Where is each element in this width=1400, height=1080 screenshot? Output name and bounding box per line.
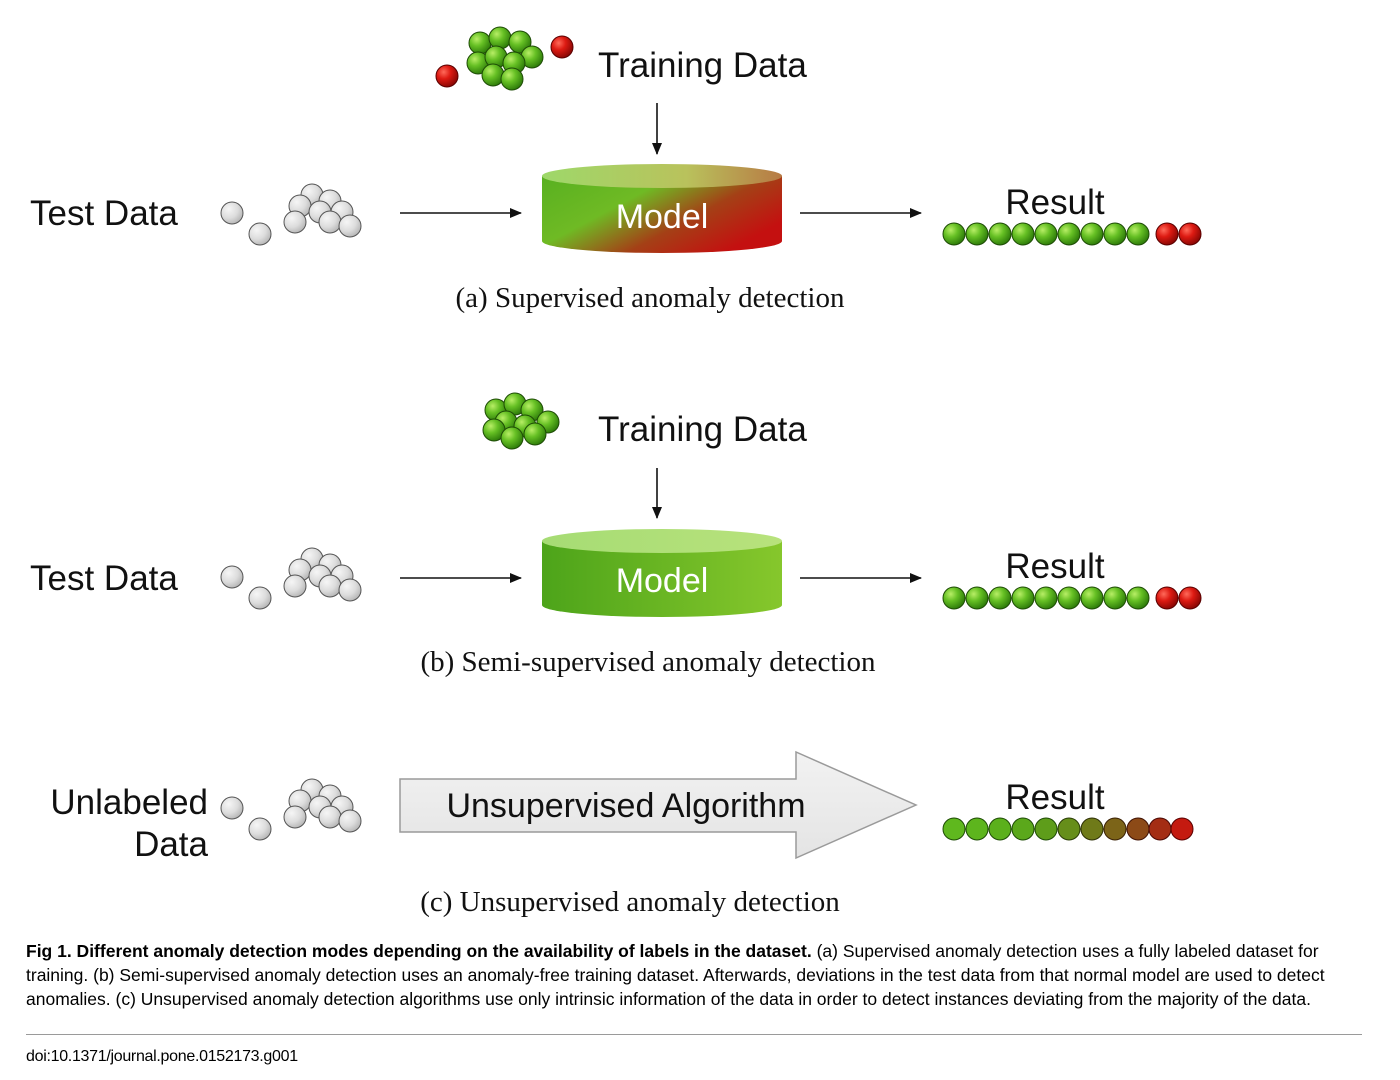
result-sequence	[942, 222, 1202, 246]
model-label: Model	[616, 562, 709, 600]
training-data-label: Training Data	[598, 410, 807, 449]
training-data-cluster-icon	[482, 392, 560, 450]
panel-semi-supervised: Training Data Test Data Model Result	[30, 392, 1202, 678]
test-data-label: Test Data	[30, 559, 178, 598]
algorithm-label: Unsupervised Algorithm	[446, 787, 805, 825]
test-data-cluster-icon	[220, 183, 362, 246]
unsupervised-algorithm-arrow: Unsupervised Algorithm	[399, 750, 918, 860]
figure-caption-body: (a) Supervised anomaly detection uses a …	[26, 941, 1325, 1009]
figure-caption: Fig 1. Different anomaly detection modes…	[26, 939, 1362, 1011]
result-gradient-sequence	[942, 817, 1194, 841]
result-sequence	[942, 586, 1202, 610]
training-data-cluster-icon	[435, 26, 574, 91]
panel-caption: (a) Supervised anomaly detection	[456, 282, 845, 314]
unlabeled-data-label-line1: Unlabeled	[50, 783, 208, 822]
result-label: Result	[1005, 547, 1104, 586]
result-label: Result	[1005, 778, 1104, 817]
model-cylinder: Model	[542, 164, 782, 253]
unlabeled-data-cluster-icon	[220, 778, 362, 841]
panel-supervised: Training Data Test Data Model Result	[30, 26, 1202, 314]
panel-unsupervised: Unlabeled Data Unsupervised Algorithm Re…	[50, 750, 1194, 918]
training-data-label: Training Data	[598, 46, 807, 85]
model-label: Model	[616, 198, 709, 236]
figure-title: Fig 1. Different anomaly detection modes…	[26, 941, 812, 961]
unlabeled-data-label-line2: Data	[134, 825, 208, 864]
caption-divider	[26, 1034, 1362, 1035]
result-label: Result	[1005, 183, 1104, 222]
test-data-cluster-icon	[220, 547, 362, 610]
doi-link[interactable]: doi:10.1371/journal.pone.0152173.g001	[26, 1048, 298, 1065]
panel-caption: (b) Semi-supervised anomaly detection	[420, 646, 876, 678]
anomaly-detection-diagram: Training Data Test Data Model Result	[30, 26, 1202, 918]
panel-caption: (c) Unsupervised anomaly detection	[420, 886, 840, 918]
model-cylinder: Model	[542, 529, 782, 617]
test-data-label: Test Data	[30, 194, 178, 233]
